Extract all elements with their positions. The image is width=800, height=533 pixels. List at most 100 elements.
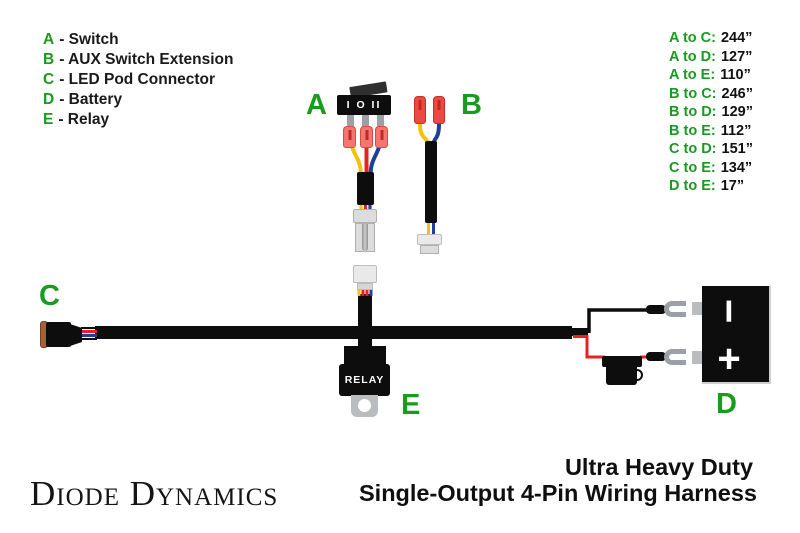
wire-length-item: C to E:134” <box>669 159 753 178</box>
aux-connector-body <box>420 245 439 254</box>
led-pod-connector-taper <box>70 324 82 346</box>
product-title-line1: Ultra Heavy Duty <box>564 454 754 480</box>
harness-connector-neck <box>357 283 373 290</box>
measure-label: C to D: <box>669 141 717 157</box>
switch-wire-sheath <box>357 172 374 205</box>
label-relay-e: E <box>401 389 421 421</box>
legend-desc: - Switch <box>59 31 119 48</box>
battery-terminal-positive <box>692 351 704 364</box>
wire-length-item: B to D:129” <box>669 103 753 122</box>
spade-core <box>418 100 422 110</box>
wire-length-item: A to D:127” <box>669 48 753 67</box>
measure-value: 129” <box>721 104 753 120</box>
measure-label: A to D: <box>669 48 716 65</box>
legend-letter: B <box>43 51 55 68</box>
battery-terminal-negative <box>692 302 704 315</box>
spade-core <box>365 130 368 140</box>
measure-label: B to C: <box>669 85 717 102</box>
label-battery-d: D <box>716 388 737 420</box>
spade-core <box>348 130 351 140</box>
spade-core <box>380 130 383 140</box>
measure-label: D to E: <box>669 178 716 194</box>
battery-positive-symbol: + <box>717 337 741 381</box>
spade-terminal <box>343 126 356 148</box>
switch-connector-housing <box>353 209 377 223</box>
spade-terminal <box>375 126 388 148</box>
switch-pin <box>362 115 369 127</box>
wire-length-item: D to E:17” <box>669 177 753 196</box>
aux-connector-lip <box>417 234 442 245</box>
measure-value: 110” <box>720 67 751 83</box>
measure-label: C to E: <box>669 159 716 176</box>
label-ledpod-c: C <box>39 280 60 312</box>
battery-negative-symbol: − <box>706 298 753 324</box>
main-harness-cable <box>95 326 572 339</box>
spade-core <box>437 100 441 110</box>
legend-letter: E <box>43 111 54 128</box>
legend-item: C- LED Pod Connector <box>43 70 233 90</box>
diode-dynamics-logo: Diode Dynamics <box>30 474 279 513</box>
measure-value: 112” <box>720 122 752 139</box>
legend-desc: - LED Pod Connector <box>59 71 216 88</box>
label-aux-b: B <box>461 89 482 121</box>
battery-wire-positive <box>573 335 605 359</box>
battery-wire-negative <box>587 308 651 333</box>
connector-blade-pin <box>362 224 368 253</box>
switch-pin <box>347 115 354 127</box>
switch-pin <box>377 115 384 127</box>
aux-wire-sheath <box>425 141 437 223</box>
measure-value: 134” <box>720 159 753 176</box>
legend-item: B- AUX Switch Extension <box>43 50 233 70</box>
aux-spade-terminal <box>414 96 426 124</box>
legend: A- Switch B- AUX Switch Extension C- LED… <box>43 30 233 130</box>
measure-label: A to C: <box>669 30 716 46</box>
fuse-holder-body <box>606 366 637 385</box>
measure-value: 17” <box>720 178 745 194</box>
fork-terminal-positive <box>664 349 686 365</box>
legend-letter: A <box>43 31 55 48</box>
legend-desc: - Relay <box>58 111 110 128</box>
measure-value: 244” <box>720 30 753 46</box>
cable-end-split <box>570 328 588 336</box>
led-pod-connector-body <box>46 322 71 347</box>
pod-wire-blue <box>81 334 97 337</box>
label-switch-a: A <box>306 89 327 121</box>
wire-length-item: B to C:246” <box>669 85 753 104</box>
wire-length-item: B to E:112” <box>669 122 753 141</box>
legend-desc: - Battery <box>59 91 123 108</box>
wire-length-item: A to E:110” <box>669 66 753 85</box>
relay-label: RELAY <box>344 374 385 386</box>
measure-label: A to E: <box>669 67 716 83</box>
legend-desc: - AUX Switch Extension <box>59 51 234 68</box>
fuse-holder-cap <box>602 356 642 367</box>
relay-branch-cable <box>358 294 372 354</box>
wire-crimp-negative <box>646 305 666 314</box>
legend-letter: D <box>43 91 55 108</box>
switch-markings: I O II <box>346 99 382 111</box>
measure-value: 151” <box>721 141 753 157</box>
battery <box>702 286 771 384</box>
relay-top-tabs <box>344 346 386 365</box>
measure-label: B to D: <box>669 104 717 120</box>
legend-item: A- Switch <box>43 30 233 50</box>
pod-wire-red <box>81 329 97 333</box>
product-title-line2: Single-Output 4-Pin Wiring Harness <box>358 480 758 506</box>
wire-length-item: A to C:244” <box>669 29 753 48</box>
legend-item: E- Relay <box>43 110 233 130</box>
measure-value: 246” <box>721 85 753 102</box>
pod-wire-black-bottom <box>81 337 97 340</box>
legend-item: D- Battery <box>43 90 233 110</box>
relay-body: RELAY <box>339 364 390 396</box>
harness-connector-housing <box>353 265 377 283</box>
wire-length-list: A to C:244” A to D:127” A to E:110” B to… <box>669 29 753 196</box>
spade-terminal <box>360 126 373 148</box>
rocker-switch-body: I O II <box>337 95 391 115</box>
relay-mounting-hole <box>358 399 371 412</box>
fork-terminal-negative <box>664 301 686 317</box>
wire-crimp-positive <box>646 352 666 361</box>
pod-wire-black-top <box>81 326 97 329</box>
legend-letter: C <box>43 71 55 88</box>
aux-spade-terminal <box>433 96 445 124</box>
wire-length-item: C to D:151” <box>669 140 753 159</box>
